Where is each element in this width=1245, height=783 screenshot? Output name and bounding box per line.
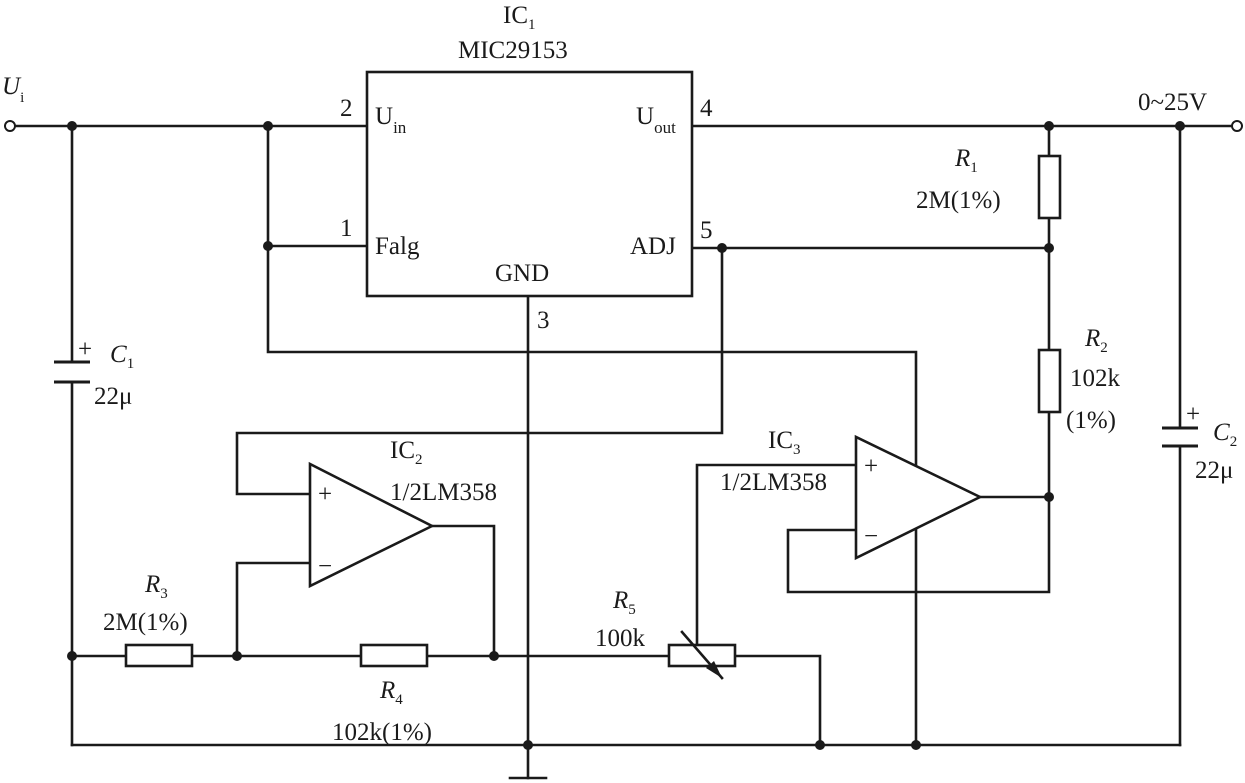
ic1-pin-gnd-label: GND: [495, 260, 549, 287]
ic2-designator: IC2: [390, 437, 423, 468]
junction-dot: [717, 243, 727, 253]
wires: [12, 124, 1235, 780]
r5-value: 100k: [595, 625, 646, 652]
r2-designator: R2: [1084, 325, 1108, 356]
wire-ic2-minus: [235, 561, 312, 658]
junction-dot: [489, 651, 499, 661]
wire-r5-wiper: [695, 463, 858, 648]
r3-body: [124, 643, 194, 668]
junction-dots: [67, 121, 1185, 750]
resistor-r5-potentiometer: R5 100k: [595, 587, 737, 680]
wire-r5-right: [733, 654, 822, 747]
ic3-part-number: 1/2LM358: [720, 469, 827, 496]
r3-value: 2M(1%): [103, 609, 188, 636]
r4-value: 102k(1%): [332, 719, 432, 746]
ic1-pin-flag-number: 1: [340, 215, 353, 242]
ic2-opamp: + − IC2 1/2LM358: [308, 437, 497, 589]
resistor-r4: R4 102k(1%): [332, 643, 432, 746]
wire-r2-bottom: [786, 410, 1051, 594]
input-voltage-label: Ui: [2, 73, 24, 106]
ic1-pin-flag-label: Falg: [375, 233, 420, 260]
ic1-regulator: IC1 MIC29153 2 Uin 1 Falg 4 Uout 5 ADJ G…: [340, 2, 713, 334]
junction-dot: [1044, 492, 1054, 502]
ic1-pin-adj-label: ADJ: [630, 233, 676, 260]
junction-dot: [263, 121, 273, 131]
r4-designator: R4: [379, 677, 403, 708]
c2-value: 22μ: [1195, 457, 1233, 484]
junction-dot: [1044, 243, 1054, 253]
ic2-minus-input: −: [318, 553, 332, 580]
resistor-r1: R1 2M(1%): [916, 145, 1062, 220]
junction-dot: [1044, 121, 1054, 131]
output-terminal-circle: [1231, 120, 1243, 132]
junction-dot: [523, 740, 533, 750]
junction-dot: [911, 740, 921, 750]
ic1-pin-uout-number: 4: [700, 95, 713, 122]
c1-designator: C1: [110, 341, 134, 372]
ic3-plus-input: +: [864, 453, 878, 480]
junction-dot: [1175, 121, 1185, 131]
c1-polarity: +: [78, 336, 92, 363]
wire-adj-down: [235, 246, 724, 496]
input-terminal-circle: [4, 120, 16, 132]
capacitor-c2: + C2 22μ: [1162, 401, 1237, 484]
ic1-pin-adj-number: 5: [700, 217, 713, 244]
capacitor-c1: + C1 22μ: [54, 336, 134, 410]
r3-designator: R3: [144, 571, 168, 602]
ic2-plus-input: +: [318, 481, 332, 508]
output-terminal: 0~25V: [1138, 89, 1243, 132]
r2-value: 102k: [1070, 365, 1121, 392]
ic1-pin-uin-label: Uin: [375, 103, 407, 137]
junction-dot: [815, 740, 825, 750]
input-terminal: Ui: [2, 73, 24, 132]
ic3-minus-input: −: [864, 523, 878, 550]
ic3-triangle: [854, 434, 983, 561]
c1-value: 22μ: [94, 383, 132, 410]
r4-body: [359, 643, 429, 668]
ic1-pin-uout-label: Uout: [636, 103, 676, 137]
ic3-designator: IC3: [768, 427, 801, 458]
wire-ic2-out: [430, 524, 496, 658]
r2-body: [1037, 348, 1062, 414]
r5-arrowhead: [706, 661, 722, 678]
ic1-pin-uin-number: 2: [340, 95, 353, 122]
r1-designator: R1: [954, 145, 978, 176]
r1-body: [1037, 154, 1062, 220]
junction-dot: [263, 241, 273, 251]
junction-dot: [67, 121, 77, 131]
ic1-designator: IC1: [503, 2, 536, 33]
ic1-body: [365, 70, 694, 298]
c2-polarity: +: [1186, 401, 1200, 428]
r2-tolerance: (1%): [1066, 407, 1116, 434]
ic1-part-number: MIC29153: [458, 37, 568, 64]
wire-uin-vertical: [266, 124, 918, 747]
resistor-r2: R2 102k (1%): [1037, 325, 1121, 434]
resistor-r3: R3 2M(1%): [103, 571, 194, 668]
output-voltage-label: 0~25V: [1138, 89, 1207, 116]
ic1-pin-gnd-number: 3: [537, 307, 550, 334]
r1-value: 2M(1%): [916, 187, 1001, 214]
ic2-part-number: 1/2LM358: [390, 479, 497, 506]
c2-designator: C2: [1213, 419, 1237, 450]
junction-dot: [232, 651, 242, 661]
junction-dot: [67, 651, 77, 661]
ic3-opamp: + − IC3 1/2LM358: [720, 427, 983, 561]
ic2-triangle: [308, 461, 435, 589]
r5-designator: R5: [612, 587, 636, 618]
